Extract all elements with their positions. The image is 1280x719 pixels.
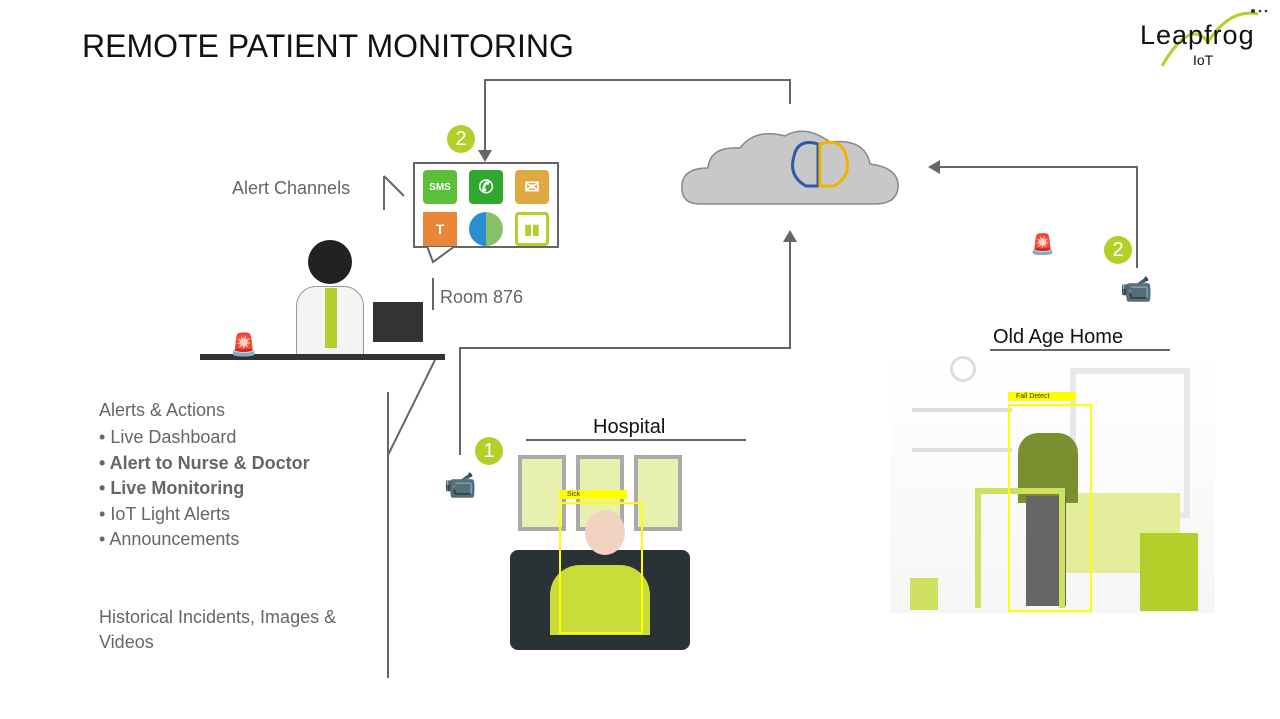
cloud-ai-icon	[681, 130, 899, 205]
detection-box	[559, 502, 643, 634]
step-badge: 1	[475, 437, 503, 465]
whatsapp-icon[interactable]: ✆	[469, 170, 503, 204]
detection-label: Sick	[559, 490, 627, 499]
bubble-tail	[425, 246, 457, 264]
page-title: REMOTE PATIENT MONITORING	[82, 28, 574, 64]
alarm-icon: 🚨	[230, 332, 258, 357]
list-item: Live Dashboard	[99, 425, 310, 451]
logo-swoosh-icon	[1160, 9, 1268, 67]
alert-channels-label: Alert Channels	[232, 178, 351, 198]
list-item: IoT Light Alerts	[99, 502, 310, 528]
alarm-icon: 🚨	[1030, 234, 1055, 256]
camera-icon: 📹	[1120, 274, 1153, 304]
dashboard-monitor-icon[interactable]: ▮▮	[515, 212, 549, 246]
sms-icon[interactable]: SMS	[423, 170, 457, 204]
room-label: Room 876	[440, 287, 524, 307]
detection-label: Fall Detect	[1008, 392, 1076, 401]
alerts-heading: Alerts & Actions	[99, 400, 226, 420]
history-label: Historical Incidents, Images & Videos	[99, 607, 337, 652]
teams-icon[interactable]: T	[423, 212, 457, 246]
list-item: Live Monitoring	[99, 476, 310, 502]
email-icon[interactable]: ✉	[515, 170, 549, 204]
step-badge: 2	[447, 125, 475, 153]
old-age-home-illustration	[890, 354, 1215, 613]
logo-sub: IoT	[1193, 52, 1214, 68]
detection-box	[1008, 404, 1092, 612]
list-item: Alert to Nurse & Doctor	[99, 451, 310, 477]
circle-app-icon[interactable]	[469, 212, 503, 246]
nurse-station-illustration: 🚨	[200, 240, 445, 365]
logo-text: Leapfrog	[1140, 20, 1255, 50]
list-item: Announcements	[99, 527, 310, 553]
alerts-list: Live Dashboard Alert to Nurse & Doctor L…	[99, 425, 310, 553]
old-age-home-label: Old Age Home	[993, 326, 1124, 349]
step-badge: 2	[1104, 236, 1132, 264]
camera-icon: 📹	[444, 470, 477, 500]
logo: Leapfrog IoT	[1140, 8, 1270, 70]
alert-channels-bubble: SMS ✆ ✉ T ▮▮	[413, 162, 559, 248]
hospital-label: Hospital	[593, 416, 666, 438]
